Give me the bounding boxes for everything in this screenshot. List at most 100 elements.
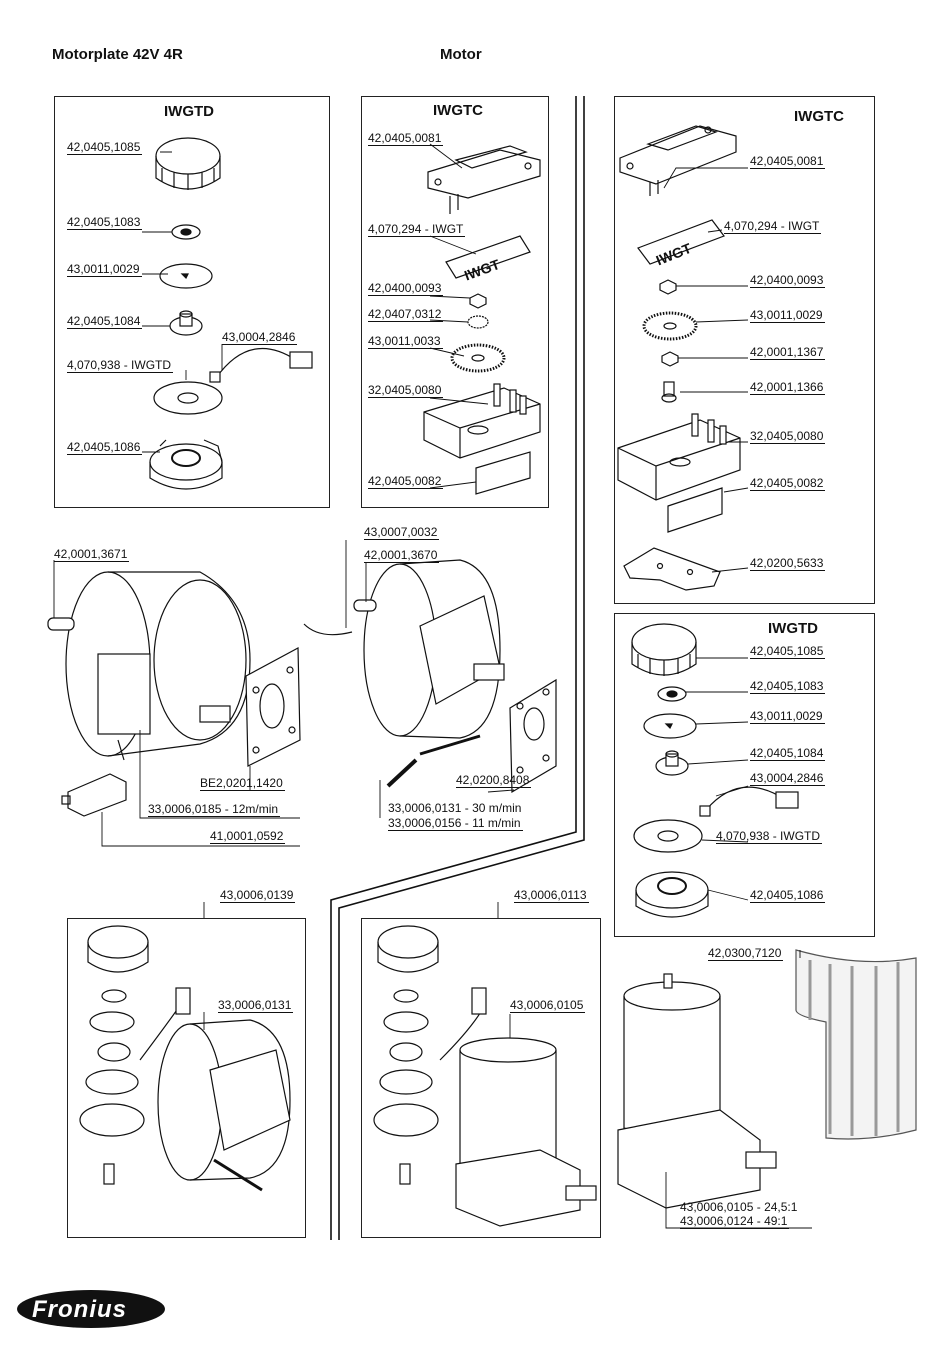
motor-icon-b5 xyxy=(157,1019,291,1192)
part-label: 42,0405,1086 xyxy=(750,888,826,903)
box-iwgtc-mid xyxy=(361,96,549,508)
part-label: 42,0300,7120 xyxy=(708,946,784,961)
part-label: 42,0407,0312 xyxy=(368,307,444,322)
hub-icon xyxy=(169,310,203,336)
box-title-iwgtd-left: IWGTD xyxy=(164,103,214,120)
film-sheet-icon xyxy=(795,949,917,1140)
part-label: 43,0011,0033 xyxy=(368,334,443,349)
pin-icon-left xyxy=(47,617,75,631)
washer-icon-right xyxy=(657,686,687,702)
part-label: 42,0200,5633 xyxy=(750,556,826,571)
plate-icon-left xyxy=(245,647,301,767)
washer-icon xyxy=(171,224,201,240)
hub-icon-right xyxy=(655,750,689,776)
box-iwgtc-right xyxy=(614,96,875,604)
part-label: 43,0006,0113 xyxy=(514,888,589,903)
disc-icon xyxy=(159,263,213,289)
part-label: 42,0400,0093 xyxy=(368,281,444,296)
part-label: 42,0200,8408 xyxy=(456,773,532,788)
part-label: 41,0001,0592 xyxy=(210,829,286,844)
fronius-logo-text: Fronius xyxy=(32,1296,127,1323)
knob-icon-right xyxy=(631,623,697,676)
part-label: 43,0006,0105 xyxy=(510,998,586,1013)
code-disc-icon xyxy=(450,343,506,373)
part-label: 42,0001,1367 xyxy=(750,345,826,360)
part-label: 42,0405,1085 xyxy=(750,644,826,659)
part-label: 33,0006,0156 - 11 m/min xyxy=(388,816,523,831)
part-label: 33,0006,0185 - 12m/min xyxy=(148,802,281,817)
page-title-motorplate: Motorplate 42V 4R xyxy=(52,46,183,63)
part-label: 42,0405,1084 xyxy=(750,746,826,761)
code-disc-icon-right xyxy=(642,311,698,341)
part-label: 43,0007,0032 xyxy=(364,525,440,540)
housing-icon-right xyxy=(617,413,741,501)
part-label: 43,0011,0029 xyxy=(750,308,825,323)
part-label: BE2,0201,1420 xyxy=(200,776,285,791)
part-label: 42,0405,0082 xyxy=(750,476,826,491)
part-label: 33,0006,0131 xyxy=(218,998,294,1013)
part-label: 4,070,294 - IWGT xyxy=(368,222,466,237)
part-label: 4,070,938 - IWGTD xyxy=(67,358,174,373)
part-label: 33,0006,0131 - 30 m/min xyxy=(388,801,522,815)
gear-motor-icon-b6 xyxy=(455,1037,597,1227)
box-iwgtd-right xyxy=(614,613,875,937)
iwgt-label-icon-right: IWGT xyxy=(637,219,725,268)
part-label: 43,0004,2846 xyxy=(222,330,298,345)
lock-washer-icon xyxy=(467,315,489,329)
motor-large-icon xyxy=(65,571,251,761)
part-label: 4,070,938 - IWGTD xyxy=(716,829,823,844)
part-label: 43,0006,0105 - 24,5:1 xyxy=(680,1200,798,1214)
connector-box-icon xyxy=(61,773,127,817)
encoder-disc-icon-right xyxy=(633,819,703,853)
box-title-iwgtd-right: IWGTD xyxy=(768,620,818,637)
encoder-disc-icon xyxy=(153,381,223,415)
part-label: 42,0405,1085 xyxy=(67,140,143,155)
box-iwgtd-left xyxy=(54,96,330,508)
nut-icon-right-2 xyxy=(661,351,679,367)
iwgt-label-icon: IWGT xyxy=(445,235,531,284)
part-label: 43,0006,0124 - 49:1 xyxy=(680,1214,790,1229)
part-label: 32,0405,0080 xyxy=(750,429,826,444)
knob-icon-b6 xyxy=(377,925,439,973)
box-motor-0113 xyxy=(361,918,601,1238)
motor-mid-icon xyxy=(363,559,505,739)
cable-icon-right xyxy=(699,786,799,817)
cable-icon xyxy=(209,347,313,383)
pin-icon-mid xyxy=(353,599,377,612)
part-label: 42,0405,0081 xyxy=(368,131,444,146)
nut-icon-right xyxy=(659,279,677,295)
part-label: 43,0004,2846 xyxy=(750,771,826,786)
gear-motor-icon-right xyxy=(617,973,777,1209)
part-label: 42,0405,1083 xyxy=(750,679,826,694)
part-label: 42,0405,1086 xyxy=(67,440,143,455)
cable-wire-icon xyxy=(303,623,481,788)
mounting-plate-icon xyxy=(623,547,721,591)
sticker-icon xyxy=(475,451,531,495)
sensor-housing-icon-right xyxy=(635,871,709,918)
nut-icon xyxy=(469,293,487,309)
page-title-motor: Motor xyxy=(440,46,482,63)
sticker-icon-right xyxy=(667,487,723,533)
part-label: 42,0405,1083 xyxy=(67,215,143,230)
disc-icon-right xyxy=(643,713,697,739)
box-title-iwgtc-mid: IWGTC xyxy=(433,102,483,119)
knob-icon-b5 xyxy=(87,925,149,973)
part-label: 42,0405,1084 xyxy=(67,314,143,329)
part-label: 42,0405,0081 xyxy=(750,154,826,169)
pin-icon xyxy=(661,381,677,403)
sensor-housing-icon xyxy=(149,439,223,490)
part-label: 32,0405,0080 xyxy=(368,383,444,398)
part-label: 42,0001,3671 xyxy=(54,547,130,562)
fronius-logo xyxy=(17,1290,165,1328)
box-title-iwgtc-right: IWGTC xyxy=(794,108,844,125)
part-label: 43,0006,0139 xyxy=(220,888,296,903)
part-label: 4,070,294 - IWGT xyxy=(724,219,822,234)
part-label: 42,0405,0082 xyxy=(368,474,444,489)
part-label: 43,0011,0029 xyxy=(67,262,142,277)
part-label: 42,0001,1366 xyxy=(750,380,826,395)
bracket-icon-right xyxy=(619,125,737,196)
part-label: 43,0011,0029 xyxy=(750,709,825,724)
part-label: 42,0400,0093 xyxy=(750,273,826,288)
part-label: 42,0001,3670 xyxy=(364,548,440,563)
